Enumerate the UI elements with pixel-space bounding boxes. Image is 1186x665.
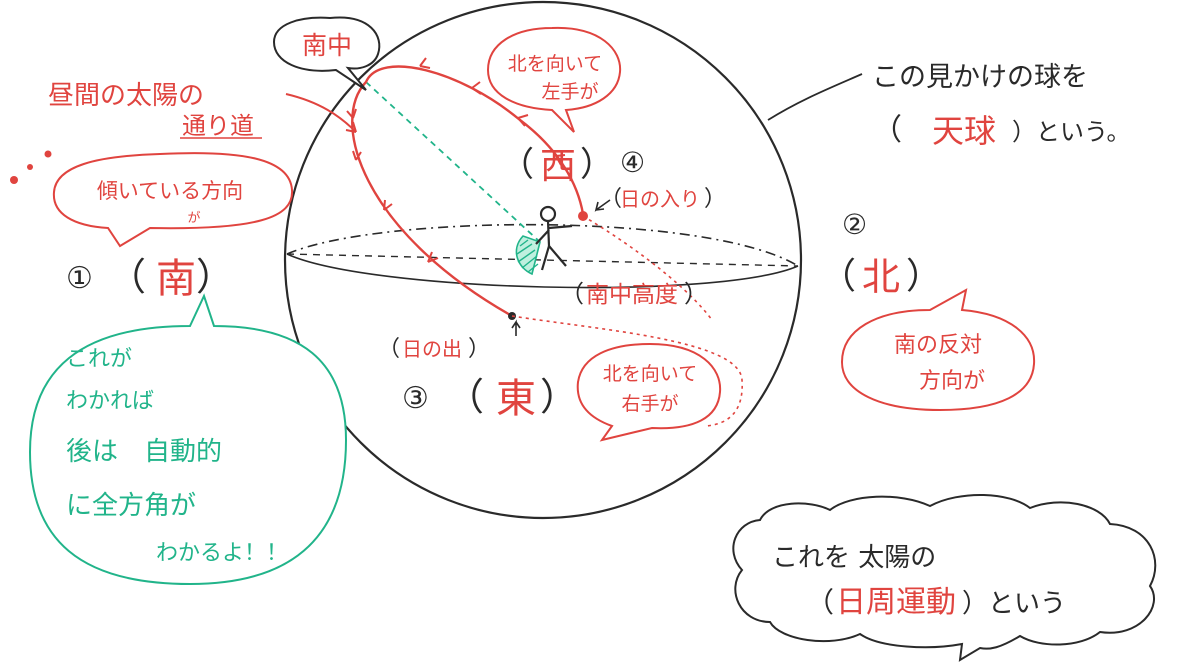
- auto-directions-line4: に全方角が: [66, 491, 196, 521]
- opposite-south-bubble: 南の反対 方向が: [840, 288, 1036, 412]
- dir1-close: ）: [196, 255, 234, 299]
- dir3-close: ）: [540, 375, 578, 419]
- angle-hatch: [516, 239, 539, 273]
- diurnal-motion-term: 日周運動: [836, 585, 956, 620]
- horizon-front-edge: [286, 253, 799, 289]
- sunset-close: ）: [704, 187, 726, 212]
- dir2-name: 北: [862, 255, 900, 299]
- left-hand-west-line2: 左手が: [541, 81, 598, 103]
- opposite-south-line1: 南の反対: [894, 333, 982, 358]
- culmination-open: （: [560, 280, 584, 308]
- auto-directions-bubble: これが わかれば 後は 自動的 に全方角が わかるよ！！: [28, 293, 348, 586]
- dir2-open: （: [820, 256, 856, 297]
- culmination-text: 南中高度: [586, 282, 678, 308]
- south-north-axis: [286, 253, 799, 267]
- horizon-back-edge: [286, 223, 799, 267]
- sunset-text: 日の入り: [620, 187, 700, 211]
- right-hand-east-line2: 右手が: [621, 393, 678, 415]
- leader-arrowhead: [345, 121, 357, 133]
- diurnal-motion-bubble: これを 太陽の （ 日周運動 ）という: [732, 493, 1157, 662]
- tilt-direction-bubble: 傾いている方向 が: [52, 152, 294, 248]
- auto-directions-line1: これが: [66, 347, 132, 372]
- emphasis-dot: [44, 150, 52, 158]
- auto-directions-line2: わかれば: [66, 389, 154, 414]
- dir1-number: ①: [66, 261, 93, 296]
- sun-path-title-line2: 通り道: [182, 112, 254, 140]
- sun-path-arrows: [346, 57, 566, 263]
- auto-directions-line5: わかるよ！！: [156, 541, 288, 566]
- diurnal-motion-open: （: [806, 586, 834, 619]
- sunrise-close: ）: [468, 337, 490, 362]
- sphere-desc-close: ）という。: [1012, 118, 1131, 146]
- dir1-open: （: [108, 255, 146, 299]
- diurnal-motion-line1: これを 太陽の: [772, 543, 936, 573]
- sun-path-title-line1: 昼間の太陽の: [48, 81, 204, 111]
- dir4-open: （: [500, 145, 534, 185]
- left-hand-west-line1: 北を向いて: [508, 53, 602, 75]
- auto-directions-line3: 後は 自動的: [66, 437, 222, 467]
- dir3-number: ③: [402, 381, 429, 416]
- dir2-close: ）: [906, 256, 942, 297]
- tilt-direction-line1: 傾いている方向: [97, 179, 243, 203]
- sphere-desc-line1: この見かけの球を: [872, 62, 1088, 93]
- observer-figure: [535, 205, 573, 271]
- sphere-desc-term: 天球: [932, 112, 996, 150]
- right-hand-east-line1: 北を向いて: [603, 363, 697, 385]
- emphasis-dot: [27, 164, 33, 170]
- celestial-sphere-outline: [283, 0, 803, 520]
- west-helper-line: [582, 215, 713, 321]
- dir3-name: 東: [496, 376, 536, 422]
- zenith-passage-bubble: 南中: [272, 16, 381, 91]
- left-hand-west-bubble: 北を向いて 左手が: [486, 26, 622, 133]
- tilt-direction-line2: が: [187, 211, 200, 226]
- dir3-open: （: [446, 375, 484, 419]
- dir4-number: ④: [620, 146, 645, 179]
- dir2-number: ②: [842, 208, 867, 241]
- culmination-close: ）: [684, 280, 708, 308]
- sun-path-leader: [285, 93, 357, 133]
- sunrise-open: （: [378, 337, 400, 362]
- sphere-desc-open: （: [872, 113, 902, 148]
- sunrise-text: 日の出: [402, 337, 462, 361]
- dir4-close: ）: [580, 145, 614, 185]
- sunrise-arrow: [511, 319, 521, 336]
- right-hand-east-bubble: 北を向いて 右手が: [576, 342, 722, 442]
- sun-path: [351, 65, 585, 318]
- sphere-leader-line: [767, 73, 863, 121]
- zenith-passage-label: 南中: [302, 31, 352, 60]
- opposite-south-line2: 方向が: [919, 369, 985, 394]
- dir1-name: 南: [156, 256, 196, 302]
- emphasis-dot: [10, 176, 18, 184]
- diurnal-motion-close: ）という: [962, 589, 1066, 619]
- sunset-arrow: [594, 199, 611, 212]
- dir4-name: 西: [540, 146, 576, 187]
- sunset-open: （: [600, 187, 622, 212]
